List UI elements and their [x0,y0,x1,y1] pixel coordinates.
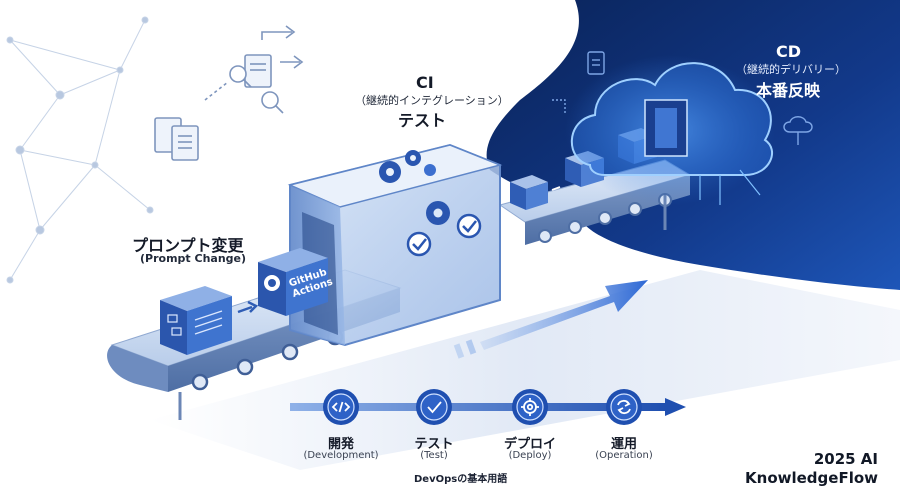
flow-arrow [453,280,648,359]
cloud-deploy-target [565,55,775,205]
check-icon [456,213,482,239]
cd-stage-subtitle: （継続的デリバリー） [736,63,846,76]
network-background [6,16,154,284]
dark-area-icons [552,51,813,145]
ci-stage-action: テスト [398,111,447,130]
brand-signature: 2025 AI KnowledgeFlow [745,450,878,487]
refresh-icon [617,399,631,415]
document-search-icons [154,25,304,161]
step-name: 運用 [610,437,637,452]
timeline-caption: DevOpsの基本用語 [414,474,508,485]
gear-icon [424,164,436,176]
step-english-name: (Deploy) [508,450,552,461]
cd-stage-title: CD [776,42,802,61]
step-english-name: (Operation) [595,450,653,461]
gear-icon [521,398,539,416]
timeline-steps [323,389,642,425]
prompt-stage-subtitle: (Prompt Change) [140,252,247,265]
prompt-stage-title: プロンプト変更 [132,236,244,255]
step-english-name: (Test) [420,450,448,461]
step-name: テスト [414,437,454,452]
cd-stage-action: 本番反映 [756,81,821,100]
cloud-icon [783,116,813,133]
ci-test-tunnel [287,143,503,347]
devops-timeline [290,398,686,416]
github-actions-cube [258,248,328,316]
check-icon [427,401,442,414]
step-english-name: (Development) [303,450,379,461]
step-name: 開発 [327,437,354,452]
step-name: デプロイ [503,437,556,452]
ci-stage-subtitle: （継続的インテグレーション） [355,94,509,107]
prompt-change-cube [160,286,259,355]
ci-stage-title: CI [416,73,434,92]
code-icon [331,401,351,413]
check-icon [406,231,432,257]
